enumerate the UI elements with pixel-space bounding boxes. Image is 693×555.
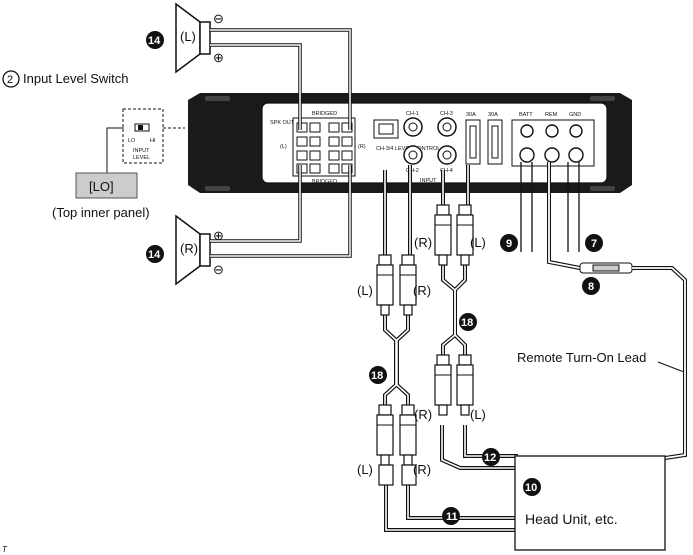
speaker-right: (R) ⊕ ⊖	[175, 214, 224, 286]
speaker-right-minus: ⊖	[213, 262, 224, 277]
rca-labels: (L) (R) (R) (L) (R) (L) (L) (R)	[357, 235, 486, 477]
spk-out-label: SPK OUT	[270, 120, 295, 126]
input-level-switch-label: Input Level Switch	[23, 71, 129, 86]
callout-14-bottom: 14	[148, 249, 161, 261]
rca-label-l-2: (L)	[470, 235, 486, 250]
rca-inputs: CH-1 CH-3 CH-2 CH-4 INPUT	[403, 111, 457, 184]
speaker-left-label: (L)	[180, 29, 196, 44]
callout-9: 9	[506, 238, 512, 250]
top-inner-panel-label: (Top inner panel)	[52, 205, 150, 220]
rca-label-l-1: (L)	[357, 283, 373, 298]
speaker-left-minus: ⊖	[213, 11, 224, 26]
speaker-right-plus: ⊕	[213, 228, 224, 243]
rca-label-l-3: (L)	[470, 407, 486, 422]
bridged-label-bottom: BRIDGED	[312, 179, 337, 185]
lo-box-label: [LO]	[89, 179, 114, 194]
amp-side-right-label: (R)	[358, 144, 366, 150]
callout-10: 10	[525, 482, 537, 494]
speaker-left-plus: ⊕	[213, 50, 224, 65]
rca-label-r-3: (R)	[414, 407, 432, 422]
ch1-label: CH-1	[406, 111, 419, 117]
input-level-switch-number: 2	[7, 74, 13, 86]
switch-input-label: INPUT	[133, 148, 150, 154]
ch4-label: CH-4	[440, 168, 453, 174]
head-unit: Head Unit, etc.	[514, 455, 666, 551]
rca-label-l-4: (L)	[357, 462, 373, 477]
speaker-right-label: (R)	[180, 241, 198, 256]
speaker-output-terminals: SPK OUT BRIDGED BRIDGED (L) (R)	[270, 111, 366, 185]
callout-18-left: 18	[371, 370, 383, 382]
batt-label: BATT	[519, 112, 533, 118]
bridged-label-top: BRIDGED	[312, 111, 337, 117]
amp-fuses: 30A 30A	[465, 112, 503, 165]
power-terminals: BATT REM GND	[511, 112, 595, 167]
input-level-switch-callout: 2 Input Level Switch LO HI INPUT LEVEL […	[2, 70, 185, 220]
gnd-label: GND	[569, 112, 581, 118]
speaker-left: (L) ⊖ ⊕	[175, 2, 224, 74]
rca-label-r-4: (R)	[413, 462, 431, 477]
callout-12: 12	[484, 452, 496, 464]
callout-14-top: 14	[148, 35, 161, 47]
switch-lo-label: LO	[128, 138, 136, 144]
fuse-rating-1: 30A	[466, 112, 476, 118]
callout-8: 8	[588, 281, 594, 293]
head-unit-label: Head Unit, etc.	[525, 511, 618, 527]
callout-badges: 14 14 18 18 9 7 8 12 10 11	[146, 31, 603, 525]
remote-turn-on-lead-label: Remote Turn-On Lead	[517, 350, 646, 365]
power-wires: Remote Turn-On Lead	[517, 162, 687, 460]
ch2-label: CH-2	[406, 168, 419, 174]
callout-7: 7	[591, 238, 597, 250]
rca-label-r-1: (R)	[413, 283, 431, 298]
amp-side-left-label: (L)	[280, 144, 287, 150]
switch-hi-label: HI	[150, 138, 156, 144]
switch-level-label: LEVEL	[133, 155, 150, 161]
input-label: INPUT	[420, 178, 437, 184]
callout-11: 11	[446, 511, 458, 523]
callout-18-right: 18	[461, 317, 473, 329]
corner-mark: T	[2, 545, 8, 554]
rem-label: REM	[545, 112, 558, 118]
fuse-rating-2: 30A	[488, 112, 498, 118]
ch3-label: CH-3	[440, 111, 453, 117]
rca-label-r-2: (R)	[414, 235, 432, 250]
